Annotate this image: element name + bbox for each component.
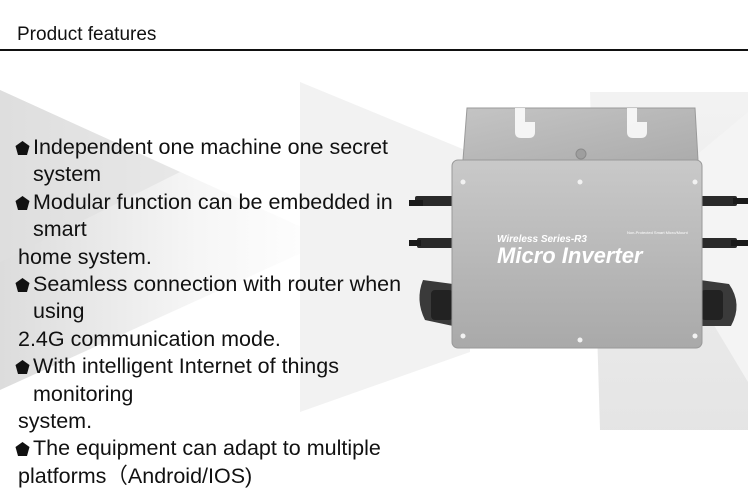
feature-text-continued: platforms（Android/IOS) [18,463,253,488]
pentagon-bullet-icon [15,195,30,210]
header-divider [0,49,748,51]
section-title: Product features [17,24,157,45]
feature-text: With intelligent Internet of things moni… [33,354,339,406]
feature-item: With intelligent Internet of things moni… [14,353,434,435]
feature-text-continued: 2.4G communication mode. [18,326,281,351]
feature-item: Modular function can be embedded in smar… [14,189,434,271]
device-small-label: Non-Protected Smart Micro/Mount [627,230,689,235]
feature-text: Seamless connection with router when usi… [33,272,402,324]
feature-item: Seamless connection with router when usi… [14,271,434,353]
pentagon-bullet-icon [15,360,30,375]
pentagon-bullet-icon [15,442,30,457]
device-name-label: Micro Inverter [497,243,644,268]
pentagon-bullet-icon [15,278,30,293]
pentagon-bullet-icon [15,141,30,155]
feature-text: Independent one machine one secret syste… [33,135,389,187]
feature-item: The equipment can adapt to multiple plat… [14,435,434,490]
feature-text-continued: home system. [18,244,152,269]
feature-list: Independent one machine one secret syste… [14,134,434,490]
feature-item: Independent one machine one secret syste… [14,134,434,189]
feature-text-continued: system. [18,409,93,434]
section-header: Product features [0,0,748,52]
feature-text: Modular function can be embedded in smar… [33,189,393,242]
feature-text: The equipment can adapt to multiple [33,436,381,461]
device-series-label: Wireless Series-R3 [497,234,587,245]
micro-inverter-image: Wireless Series-R3 Micro Inverter Non-Pr… [409,107,748,349]
